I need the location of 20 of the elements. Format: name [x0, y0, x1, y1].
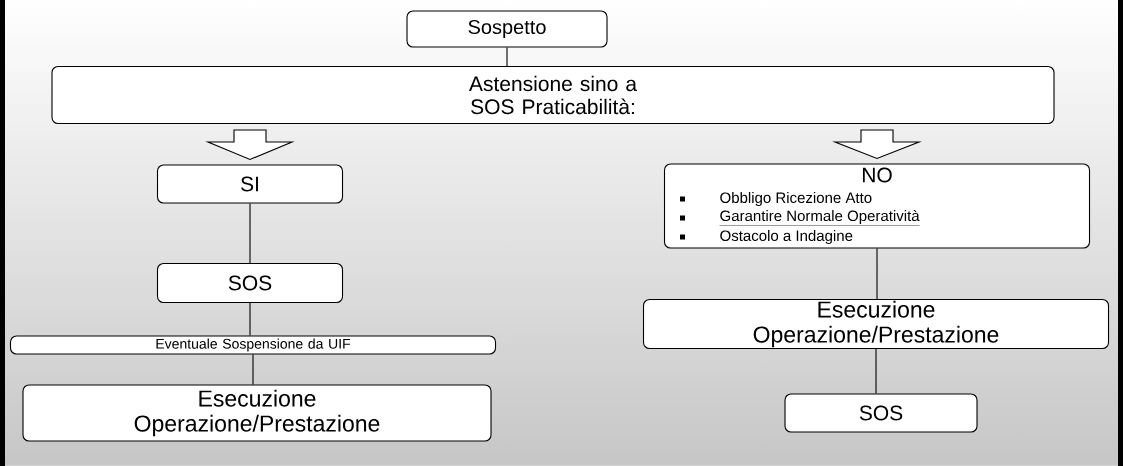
- connector-line: [506, 47, 508, 67]
- process-box: SOS: [784, 393, 978, 433]
- process-box: NO Obbligo Ricezione Atto Garantire Normale Operatività Ostacolo a Indagine: [663, 163, 1091, 249]
- connector-line: [875, 348, 877, 394]
- process-box: SI: [156, 164, 344, 204]
- connector-line: [249, 302, 251, 336]
- connector-line: [876, 248, 878, 300]
- process-box: Astensione sino a SOS Praticabilità:: [51, 65, 1055, 125]
- process-box: SOS: [156, 262, 344, 304]
- list-item: Obbligo Ricezione Atto: [680, 192, 872, 206]
- list-item: Ostacolo a Indagine: [680, 230, 853, 244]
- block-arrow: [832, 129, 922, 160]
- list-item: Garantire Normale Operatività: [680, 209, 920, 226]
- connector-line: [252, 354, 254, 385]
- process-box: Sospetto: [406, 10, 608, 48]
- connector-line: [249, 203, 251, 264]
- process-box: Eventuale Sospensione da UIF: [9, 335, 497, 355]
- process-box: Esecuzione Operazione/Prestazione: [642, 298, 1110, 350]
- block-arrow: [205, 129, 295, 161]
- process-box: Esecuzione Operazione/Prestazione: [22, 384, 492, 442]
